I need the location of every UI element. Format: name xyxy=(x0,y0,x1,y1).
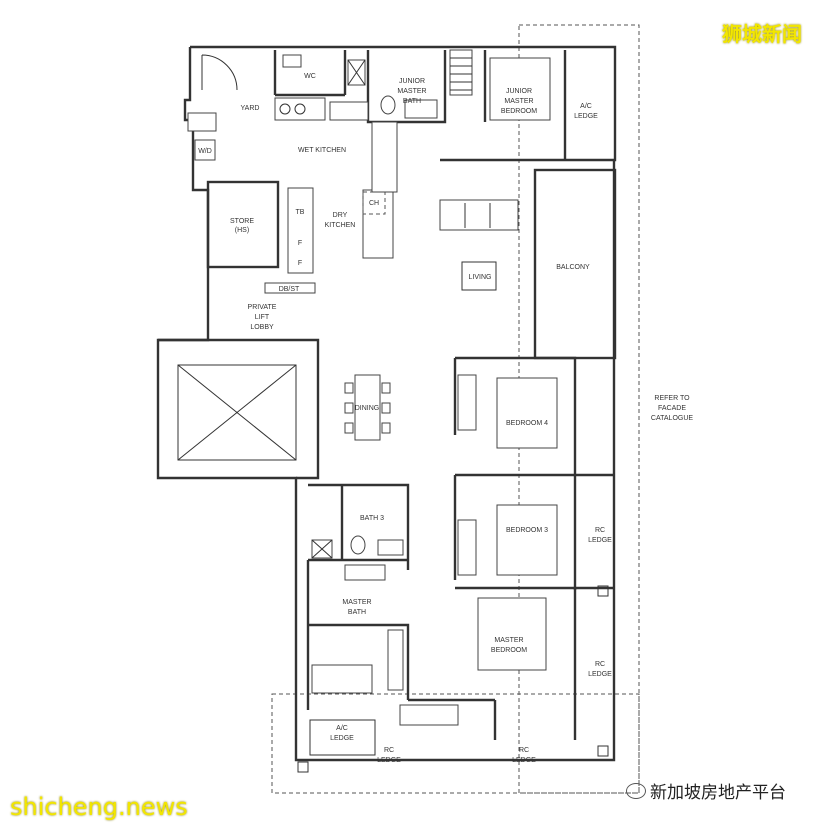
label-rc-ledge-right2-1: RC xyxy=(595,661,605,668)
corner-marker-3 xyxy=(297,761,309,773)
label-refer-to-1: REFER TO xyxy=(654,395,690,402)
label-ac-ledge-top-1: A/C xyxy=(580,103,592,110)
bath3-walls xyxy=(308,483,410,570)
wc-toilet xyxy=(282,54,302,68)
label-f2: F xyxy=(298,260,302,267)
bedroom3-walls xyxy=(453,475,615,590)
bath3-basin xyxy=(377,539,404,556)
label-rc-ledge-right1-1: RC xyxy=(595,527,605,534)
label-wd: W/D xyxy=(198,148,212,155)
lift-shaft xyxy=(177,364,297,461)
watermark-bottom-left: shicheng.news xyxy=(10,793,188,821)
label-private-lift-lobby-3: LOBBY xyxy=(250,324,274,331)
living-sofa xyxy=(439,199,519,231)
wet-kitchen-counter xyxy=(329,101,369,121)
label-junior-master-bedroom-1: JUNIOR xyxy=(506,88,532,95)
label-rc-ledge-bottom2-2: LEDGE xyxy=(512,757,536,764)
label-master-bedroom-2: BEDROOM xyxy=(491,647,527,654)
label-dry-kitchen-1: DRY xyxy=(333,212,348,219)
bath3-toilet xyxy=(350,535,366,555)
label-ch: CH xyxy=(369,200,379,207)
label-bedroom4: BEDROOM 4 xyxy=(506,420,548,427)
facade-outline-bottom xyxy=(271,693,640,794)
label-junior-master-bath-1: JUNIOR xyxy=(399,78,425,85)
label-refer-to-2: FACADE xyxy=(658,405,686,412)
kitchen-column xyxy=(371,121,398,193)
master-bath-walls xyxy=(306,560,410,710)
junior-bath-toilet xyxy=(380,95,396,115)
master-bed xyxy=(477,597,547,671)
label-wc: WC xyxy=(304,73,316,80)
label-junior-master-bath-3: BATH xyxy=(403,98,421,105)
living-rug xyxy=(461,261,497,291)
watermark-bottom-right-text: 新加坡房地产平台 xyxy=(650,783,786,803)
label-rc-ledge-bottom1-1: RC xyxy=(384,747,394,754)
label-dbst: DB/ST xyxy=(279,286,300,293)
label-refer-to-3: CATALOGUE xyxy=(651,415,693,422)
master-bedroom-walls xyxy=(408,588,577,740)
label-master-bath-1: MASTER xyxy=(342,599,371,606)
dining-table xyxy=(354,374,381,441)
watermark-bottom-right: 新加坡房地产平台 xyxy=(626,778,786,803)
junior-wardrobe xyxy=(449,49,473,96)
master-bath-basin xyxy=(344,564,386,581)
label-f1: F xyxy=(298,240,302,247)
bedroom3-wardrobe xyxy=(457,519,477,576)
label-master-bath-2: BATH xyxy=(348,609,366,616)
master-wardrobe-bottom xyxy=(399,704,459,726)
label-balcony: BALCONY xyxy=(556,264,590,271)
junior-bath-basin xyxy=(404,99,438,119)
label-private-lift-lobby-2: LIFT xyxy=(255,314,270,321)
label-ac-ledge-bottom-1: A/C xyxy=(336,725,348,732)
label-store-1: STORE xyxy=(230,218,254,225)
bedroom3-bed xyxy=(496,504,558,576)
dry-kitchen-island xyxy=(362,189,394,259)
master-wardrobe xyxy=(387,629,404,691)
label-living: LIVING xyxy=(469,274,492,281)
yard-door xyxy=(201,54,238,91)
junior-bedroom-walls xyxy=(440,50,567,162)
wd-box xyxy=(194,139,216,161)
label-rc-ledge-bottom2-1: RC xyxy=(519,747,529,754)
corner-marker-1 xyxy=(597,585,609,597)
label-store-2: (HS) xyxy=(235,227,249,234)
label-ac-ledge-top-2: LEDGE xyxy=(574,113,598,120)
lift-shaft-wall xyxy=(158,338,320,480)
label-dining: DINING xyxy=(355,405,380,412)
bedroom4-wardrobe xyxy=(457,374,477,431)
top-bath-walls xyxy=(273,50,447,124)
label-private-lift-lobby-1: PRIVATE xyxy=(248,304,277,311)
label-dry-kitchen-2: KITCHEN xyxy=(325,222,356,229)
yard-shelf xyxy=(187,112,217,132)
ac-ledge-bottom xyxy=(309,719,376,756)
wechat-icon xyxy=(626,782,646,799)
dbst-box xyxy=(264,282,316,294)
bedroom4-walls xyxy=(453,356,615,477)
label-rc-ledge-right2-2: LEDGE xyxy=(588,671,612,678)
bedroom4-bed xyxy=(496,377,558,449)
label-junior-master-bedroom-3: BEDROOM xyxy=(501,108,537,115)
corner-marker-2 xyxy=(597,745,609,757)
label-rc-ledge-right1-2: LEDGE xyxy=(588,537,612,544)
label-bedroom3: BEDROOM 3 xyxy=(506,527,548,534)
lift-shaft-cross-2 xyxy=(177,364,297,461)
label-rc-ledge-bottom1-2: LEDGE xyxy=(377,757,401,764)
label-yard: YARD xyxy=(241,105,260,112)
label-junior-master-bath-2: MASTER xyxy=(397,88,426,95)
label-tb: TB xyxy=(296,209,305,216)
yard-counter xyxy=(274,97,326,121)
watermark-top-right: 狮城新闻 xyxy=(722,22,802,46)
store-room xyxy=(206,180,280,269)
fridge-stack xyxy=(287,187,314,274)
label-bath3: BATH 3 xyxy=(360,515,384,522)
label-junior-master-bedroom-2: MASTER xyxy=(504,98,533,105)
label-master-bedroom-1: MASTER xyxy=(494,637,523,644)
master-bath-tub xyxy=(311,664,373,694)
junior-bed xyxy=(489,57,551,121)
label-ac-ledge-bottom-2: LEDGE xyxy=(330,735,354,742)
label-wet-kitchen: WET KITCHEN xyxy=(298,147,346,154)
